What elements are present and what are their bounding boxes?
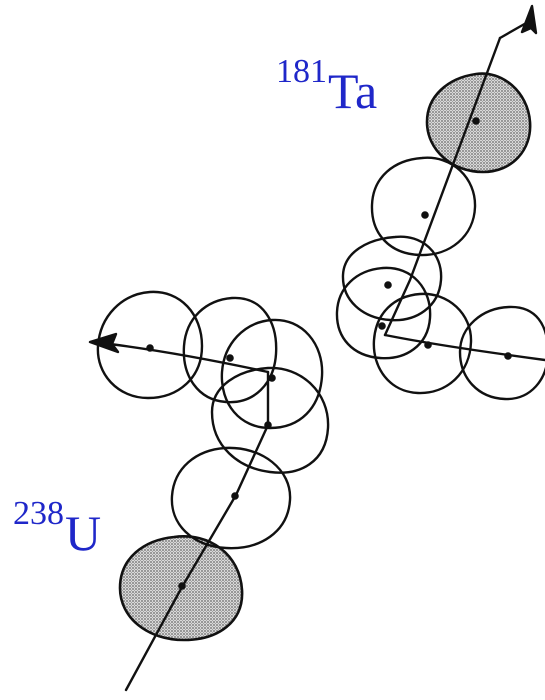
u-orbit-circle-1 (172, 448, 290, 548)
ta-arrowhead (522, 6, 536, 33)
ta-path-dot (385, 282, 390, 287)
element-symbol: Ta (328, 63, 377, 119)
mass-number: 181 (276, 53, 327, 90)
u-path-dot (147, 345, 152, 350)
u-orbit-circle-4 (184, 298, 276, 402)
u-branch-line (110, 344, 268, 372)
nucleus-label-ta: 181Ta (276, 55, 377, 116)
u-path-dot (269, 375, 274, 380)
u-path-dot (179, 583, 184, 588)
u-path-dot (232, 493, 237, 498)
ta-path-dot (505, 353, 510, 358)
nucleus-label-u: 238U (13, 497, 101, 558)
u-arrowhead (90, 334, 118, 352)
ta-branch-line (385, 335, 545, 360)
u-orbit-circle-2 (212, 368, 328, 473)
element-symbol: U (65, 505, 101, 561)
u-path-dot (265, 422, 270, 427)
ta-path-dot (425, 342, 430, 347)
ta-orbit-circle-4 (374, 294, 471, 393)
ta-path-dot (422, 212, 427, 217)
mass-number: 238 (13, 495, 64, 532)
ta-path-dot (473, 118, 478, 123)
ta-path-dot (379, 323, 384, 328)
u-nucleus-group (90, 292, 328, 690)
u-path-dot (227, 355, 232, 360)
u-trajectory-line (126, 372, 268, 690)
ta-trajectory-line (385, 38, 500, 335)
ta-orbit-circle-2 (343, 237, 441, 320)
